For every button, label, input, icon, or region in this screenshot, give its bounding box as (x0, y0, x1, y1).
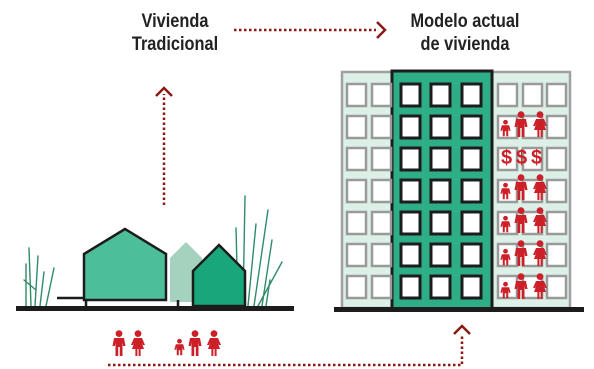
window (370, 82, 393, 108)
ground-line-left (16, 306, 294, 311)
heading-right-line-2: de vivienda (420, 34, 510, 55)
window (545, 274, 568, 300)
window (399, 114, 422, 140)
window (460, 114, 483, 140)
heading-left-line-2: Tradicional (131, 34, 219, 55)
chevron-up-icon (453, 324, 471, 335)
window (460, 146, 483, 172)
money-signs: $ $ $ (501, 147, 542, 169)
window (545, 242, 568, 268)
arrow-bottom-to-tower (108, 324, 471, 367)
window (429, 242, 452, 268)
window (460, 242, 483, 268)
window (460, 210, 483, 236)
window (460, 82, 483, 108)
window (460, 178, 483, 204)
chevron-right-icon (376, 21, 387, 39)
window (429, 146, 452, 172)
window (345, 178, 368, 204)
window (545, 82, 568, 108)
window (399, 82, 422, 108)
window (429, 274, 452, 300)
heading-traditional-housing: Vivienda Tradicional (111, 10, 240, 56)
window (399, 146, 422, 172)
window (370, 114, 393, 140)
vegetation-left (23, 247, 55, 307)
window (370, 242, 393, 268)
arrow-up-from-house (155, 86, 173, 205)
arrow-top-horizontal (234, 21, 387, 39)
window (345, 82, 368, 108)
window (345, 210, 368, 236)
window (545, 114, 568, 140)
chevron-up-icon (155, 86, 173, 97)
window (460, 274, 483, 300)
dollar-sign-2: $ (516, 147, 527, 169)
window (429, 114, 452, 140)
window (429, 210, 452, 236)
heading-left-line-1: Vivienda (141, 11, 209, 32)
dollar-sign-1: $ (501, 147, 512, 169)
window (521, 146, 544, 172)
window (521, 82, 544, 108)
window (399, 242, 422, 268)
window (345, 274, 368, 300)
ground-line-right (334, 307, 584, 312)
window (370, 146, 393, 172)
window (399, 274, 422, 300)
window (496, 82, 519, 108)
window (370, 210, 393, 236)
window (399, 178, 422, 204)
window (345, 146, 368, 172)
heading-right-line-1: Modelo actual (410, 11, 520, 32)
window (429, 178, 452, 204)
window (370, 178, 393, 204)
dollar-sign-3: $ (531, 147, 542, 169)
tower-front-windows (399, 82, 483, 300)
heading-current-housing-model: Modelo actual de vivienda (392, 10, 538, 56)
people-group-left (112, 330, 221, 356)
window (370, 274, 393, 300)
house-large (82, 227, 168, 302)
window (545, 210, 568, 236)
window (345, 242, 368, 268)
window (429, 82, 452, 108)
window (496, 146, 519, 172)
window (399, 210, 422, 236)
window (545, 178, 568, 204)
window (345, 114, 368, 140)
window (545, 146, 568, 172)
tower-back-left-windows (345, 82, 393, 300)
